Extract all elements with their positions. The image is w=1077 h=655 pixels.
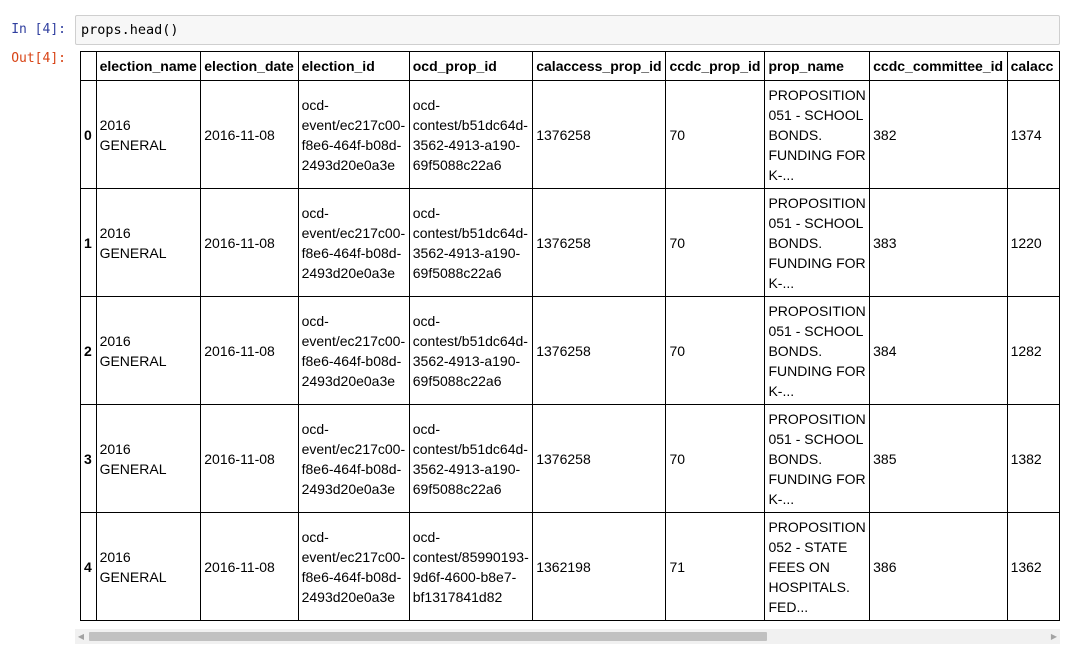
- column-header: prop_name: [764, 51, 871, 81]
- table-cell: 70: [665, 404, 766, 513]
- table-cell: ocd-contest/b51dc64d-3562-4913-a190-69f5…: [408, 80, 534, 189]
- code-editor[interactable]: props.head(): [75, 15, 1060, 45]
- table-cell: 1376258: [532, 188, 667, 297]
- table-cell: 71: [665, 512, 766, 621]
- table-cell: PROPOSITION 051 - SCHOOL BONDS. FUNDING …: [764, 296, 871, 405]
- table-cell: 2016 GENERAL: [95, 512, 202, 621]
- table-cell: ocd-contest/b51dc64d-3562-4913-a190-69f5…: [408, 296, 534, 405]
- table-cell: PROPOSITION 051 - SCHOOL BONDS. FUNDING …: [764, 404, 871, 513]
- table-row: 1 2016 GENERAL 2016-11-08 ocd-event/ec21…: [80, 188, 1060, 297]
- input-prompt: In [4]:: [11, 22, 66, 37]
- table-cell: 385: [869, 404, 1008, 513]
- row-index: 4: [80, 512, 97, 621]
- scroll-left-arrow-icon[interactable]: ◀: [77, 632, 85, 641]
- table-cell: 1282: [1006, 296, 1060, 405]
- dataframe-table: election_name election_date election_id …: [80, 51, 1060, 621]
- table-cell: 2016 GENERAL: [95, 404, 202, 513]
- table-header-row: election_name election_date election_id …: [80, 51, 1060, 81]
- column-header: election_date: [200, 51, 299, 81]
- row-index: 0: [80, 80, 97, 189]
- table-cell: ocd-contest/b51dc64d-3562-4913-a190-69f5…: [408, 404, 534, 513]
- output-prompt: Out[4]:: [11, 51, 66, 66]
- table-cell: PROPOSITION 052 - STATE FEES ON HOSPITAL…: [764, 512, 871, 621]
- table-row: 2 2016 GENERAL 2016-11-08 ocd-event/ec21…: [80, 296, 1060, 405]
- table-cell: 386: [869, 512, 1008, 621]
- table-cell: 2016-11-08: [200, 512, 299, 621]
- table-cell: 2016 GENERAL: [95, 296, 202, 405]
- table-cell: 70: [665, 80, 766, 189]
- table-cell: 1382: [1006, 404, 1060, 513]
- table-cell: 1376258: [532, 80, 667, 189]
- table-cell: 382: [869, 80, 1008, 189]
- table-cell: 384: [869, 296, 1008, 405]
- scroll-right-arrow-icon[interactable]: ▶: [1050, 632, 1058, 641]
- column-header: election_name: [95, 51, 202, 81]
- column-header: ccdc_committee_id: [869, 51, 1008, 81]
- column-header: ocd_prop_id: [408, 51, 534, 81]
- table-cell: PROPOSITION 051 - SCHOOL BONDS. FUNDING …: [764, 188, 871, 297]
- table-cell: ocd-event/ec217c00-f8e6-464f-b08d-2493d2…: [297, 188, 410, 297]
- horizontal-scrollbar[interactable]: ◀ ▶: [75, 629, 1060, 644]
- column-header: [80, 51, 97, 81]
- column-header: ccdc_prop_id: [665, 51, 766, 81]
- table-cell: 70: [665, 188, 766, 297]
- table-cell: 2016-11-08: [200, 80, 299, 189]
- row-index: 1: [80, 188, 97, 297]
- column-header: calaccess_prop_id: [532, 51, 667, 81]
- table-cell: ocd-event/ec217c00-f8e6-464f-b08d-2493d2…: [297, 296, 410, 405]
- table-cell: 2016-11-08: [200, 296, 299, 405]
- table-cell: ocd-event/ec217c00-f8e6-464f-b08d-2493d2…: [297, 404, 410, 513]
- scrollbar-thumb[interactable]: [89, 632, 767, 641]
- table-row: 3 2016 GENERAL 2016-11-08 ocd-event/ec21…: [80, 404, 1060, 513]
- table-cell: 70: [665, 296, 766, 405]
- output-cell: Out[4]: election_name election_date: [0, 45, 1077, 655]
- table-cell: 1362198: [532, 512, 667, 621]
- column-header: election_id: [297, 51, 410, 81]
- table-cell: 1376258: [532, 404, 667, 513]
- table-cell: 2016 GENERAL: [95, 80, 202, 189]
- table-cell: ocd-event/ec217c00-f8e6-464f-b08d-2493d2…: [297, 512, 410, 621]
- table-cell: 383: [869, 188, 1008, 297]
- table-cell: ocd-contest/b51dc64d-3562-4913-a190-69f5…: [408, 188, 534, 297]
- table-cell: 2016-11-08: [200, 188, 299, 297]
- table-row: 0 2016 GENERAL 2016-11-08 ocd-event/ec21…: [80, 80, 1060, 189]
- table-cell: 1220: [1006, 188, 1060, 297]
- row-index: 3: [80, 404, 97, 513]
- table-cell: 2016-11-08: [200, 404, 299, 513]
- table-cell: PROPOSITION 051 - SCHOOL BONDS. FUNDING …: [764, 80, 871, 189]
- table-row: 4 2016 GENERAL 2016-11-08 ocd-event/ec21…: [80, 512, 1060, 621]
- column-header: calacc: [1006, 51, 1060, 81]
- table-cell: 2016 GENERAL: [95, 188, 202, 297]
- input-cell[interactable]: In [4]: props.head(): [0, 15, 1077, 45]
- table-cell: ocd-contest/85990193-9d6f-4600-b8e7-bf13…: [408, 512, 534, 621]
- dataframe-viewport: election_name election_date election_id …: [80, 51, 1060, 627]
- table-cell: 1374: [1006, 80, 1060, 189]
- row-index: 2: [80, 296, 97, 405]
- code-text: props.head(): [81, 22, 179, 38]
- table-cell: ocd-event/ec217c00-f8e6-464f-b08d-2493d2…: [297, 80, 410, 189]
- table-cell: 1376258: [532, 296, 667, 405]
- table-cell: 1362: [1006, 512, 1060, 621]
